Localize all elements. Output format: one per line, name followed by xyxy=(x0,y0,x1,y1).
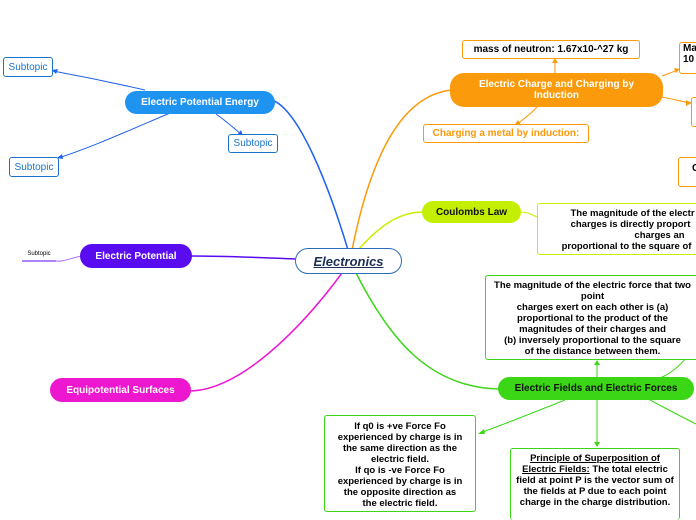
text-line: the electric field. xyxy=(362,498,438,509)
text-line: If qo is -ve Force Fo xyxy=(355,465,445,476)
text-line: electric field. xyxy=(370,454,430,465)
link-electronics-charge xyxy=(351,89,453,251)
charge-partial-node[interactable]: Ma 10 xyxy=(679,42,696,74)
branch-equipotential-surfaces[interactable]: Equipotential Surfaces xyxy=(50,378,191,402)
charging-by-induction-node[interactable]: Charging a metal by induction: xyxy=(423,124,589,143)
branch-electric-potential-energy[interactable]: Electric Potential Energy xyxy=(125,91,275,114)
branch-electric-fields[interactable]: Electric Fields and Electric Forces xyxy=(498,377,694,400)
text-line: charges exert on each other is (a) xyxy=(516,302,669,313)
superposition-title: Principle of Superposition of Electric F… xyxy=(522,453,660,475)
text-line: the same direction as the xyxy=(342,443,458,454)
partial-text: Ma xyxy=(683,43,696,54)
text-line: If q0 is +ve Force Fo xyxy=(354,421,446,432)
central-topic[interactable]: Electronics xyxy=(295,248,402,274)
link-pe-subtopic-2 xyxy=(57,112,171,159)
text-line: of the distance between them. xyxy=(524,346,661,357)
branch-coulombs-law[interactable]: Coulombs Law xyxy=(422,201,521,223)
text-line: experienced by charge is in xyxy=(337,476,463,487)
text-line: proportional to the square of xyxy=(561,241,692,252)
text-line: (b) inversely proportional to the square xyxy=(504,335,681,346)
text-line: magnitudes of their charges and xyxy=(519,324,666,335)
link-pe-subtopic-3 xyxy=(215,113,243,136)
text-line: The magnitude of the electric force that… xyxy=(494,280,691,302)
text-line: experienced by charge is in xyxy=(337,432,463,443)
link-pe-subtopic-1 xyxy=(52,70,146,91)
link-electronics-potential-energy xyxy=(271,99,349,251)
subtopic-label[interactable]: Subtopic xyxy=(27,251,51,257)
electric-force-description[interactable]: The magnitude of the electric force that… xyxy=(485,275,696,360)
charge-partial-node-3[interactable]: C xyxy=(678,157,696,187)
branch-electric-potential[interactable]: Electric Potential xyxy=(80,244,192,268)
charge-partial-node-2[interactable] xyxy=(691,97,696,127)
subtopic-node[interactable]: Subtopic xyxy=(9,157,59,177)
force-direction-description[interactable]: If q0 is +ve Force Fo experienced by cha… xyxy=(324,415,476,512)
subtopic-node[interactable]: Subtopic xyxy=(3,57,53,77)
partial-text: 10 xyxy=(683,54,695,65)
link-electronics-fields xyxy=(355,272,501,390)
link-electronics-potential xyxy=(189,255,297,260)
text-line: the opposite direction as xyxy=(343,487,457,498)
text-line: charges is directly proport xyxy=(570,219,691,230)
mass-of-neutron-node[interactable]: mass of neutron: 1.67x10-^27 kg xyxy=(462,40,640,59)
coulombs-law-description[interactable]: The magnitude of the electr charges is d… xyxy=(537,203,696,255)
superposition-text: The total electric field at point P is t… xyxy=(516,464,674,508)
branch-electric-charge[interactable]: Electric Charge and Charging by Inductio… xyxy=(450,73,663,107)
link-potential-subtopic xyxy=(55,255,83,262)
text-line: The magnitude of the electr xyxy=(570,208,695,219)
superposition-principle[interactable]: Principle of Superposition of Electric F… xyxy=(510,448,680,520)
text-line: proportional to the product of the xyxy=(517,313,668,324)
link-electronics-equipotential xyxy=(189,272,343,392)
subtopic-node[interactable]: Subtopic xyxy=(228,134,278,153)
link-electronics-coulomb xyxy=(357,211,424,251)
text-line: charges an xyxy=(634,230,685,241)
